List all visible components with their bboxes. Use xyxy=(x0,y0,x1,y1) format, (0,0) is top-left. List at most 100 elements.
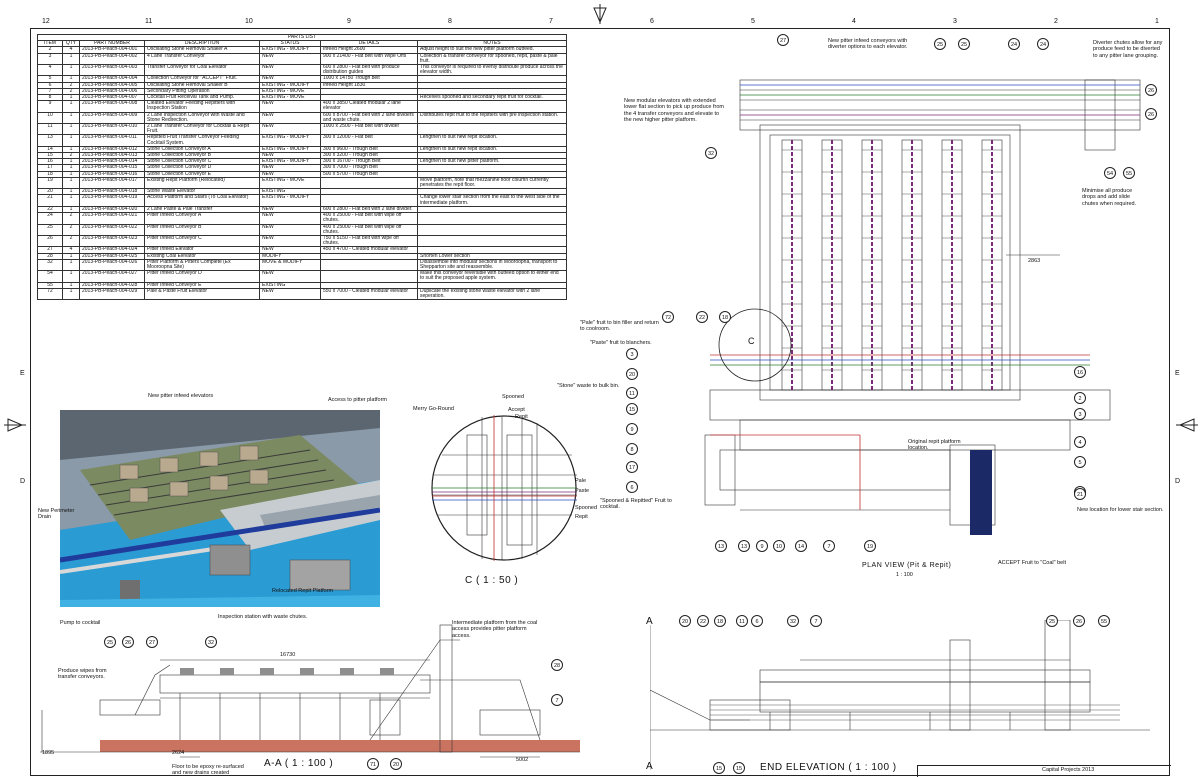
zone-number: 12 xyxy=(42,18,50,25)
parts-cell: This conveyor is required to evenly dist… xyxy=(417,63,567,77)
item-bubble: 21 xyxy=(1074,488,1086,500)
parts-cell: 2013-PB-Peach-004-013 xyxy=(79,152,145,160)
parts-cell: NEW xyxy=(259,111,321,125)
parts-cell: 2013-PB-Peach-004-015 xyxy=(79,164,145,172)
parts-cell: Lengthen to suit new repit location. xyxy=(417,145,567,154)
parts-cell: Duplicate the existing stone waste eleva… xyxy=(417,287,567,301)
item-bubble: 26 xyxy=(1145,108,1157,120)
plan-view-scale: 1 : 100 xyxy=(896,572,913,578)
zone-number: 6 xyxy=(650,18,654,25)
item-bubble: 27 xyxy=(777,34,789,46)
parts-cell: 3 xyxy=(37,52,63,66)
zone-number: 11 xyxy=(145,18,153,25)
parts-cell: 2013-PB-Peach-004-016 xyxy=(79,170,145,178)
parts-cell: 400 x 3850 Cleated modular 2 lane elevat… xyxy=(320,100,418,113)
parts-cell: 9 xyxy=(37,100,63,113)
section-aa-dim-top: 16730 xyxy=(280,652,296,658)
parts-cell: 2013-PB-Peach-004-001 xyxy=(79,46,145,54)
section-aa-graphic xyxy=(40,624,580,758)
parts-cell: Repitted Fruit Transfer Conveyor Feeding… xyxy=(144,134,260,147)
parts-cell: 2013-PB-Peach-004-002 xyxy=(79,52,145,66)
render-3d-view xyxy=(60,410,380,607)
parts-cell: 2013-PB-Peach-004-022 xyxy=(79,223,145,236)
item-bubble: 32 xyxy=(205,636,217,648)
zone-letter-d-right: D xyxy=(1175,478,1181,485)
item-bubble: 3 xyxy=(626,348,638,360)
parts-cell xyxy=(417,223,567,236)
parts-cell: Change lower stair section from the east… xyxy=(417,194,567,207)
item-bubble: 7 xyxy=(823,540,835,552)
parts-cell xyxy=(417,234,567,248)
parts-cell xyxy=(417,100,567,113)
center-mark-right xyxy=(1176,418,1198,432)
item-bubble: 26 xyxy=(122,636,134,648)
parts-cell: Adjust height to suit the new pitter pla… xyxy=(417,46,567,54)
parts-cell: 2013-PB-Peach-004-018 xyxy=(79,188,145,196)
parts-cell: 900 x 21400 - Flat belt with Wipe Offs xyxy=(320,52,418,66)
zone-number: 8 xyxy=(448,18,452,25)
parts-cell: 2013-PB-Peach-004-004 xyxy=(79,75,145,83)
parts-cell: 450 x 4700 - Cleated modular elevator xyxy=(320,246,418,254)
parts-cell: 1 xyxy=(62,194,80,207)
end-elevation-title: END ELEVATION ( 1 : 100 ) xyxy=(760,762,897,773)
plan-callout-accept-coal: ACCEPT Fruit to "Coal" belt xyxy=(998,560,1066,566)
parts-cell: Pitter Infeed Conveyor B xyxy=(144,223,260,236)
section-aa-title: A-A ( 1 : 100 ) xyxy=(264,758,334,769)
plan-callout-spooned-repitted: "Spooned & Repitted" Fruit to cocktail. xyxy=(600,498,672,511)
render-label-new-pitter-elevators: New pitter infeed elevators xyxy=(148,393,214,399)
item-bubble: 8 xyxy=(626,443,638,455)
end-elevation-section-letter-bottom: A xyxy=(646,761,653,772)
parts-cell: Pitter Infeed Conveyor D xyxy=(144,270,260,283)
item-bubble: 27 xyxy=(146,636,158,648)
item-bubble: 13 xyxy=(715,540,727,552)
parts-cell: MOVE & MODIFY xyxy=(259,258,321,272)
item-bubble: 24 xyxy=(1008,38,1020,50)
render-label-perimeter-drain: New Perimeter Drain xyxy=(38,508,75,521)
section-aa-floor-note: Floor to be epoxy re-surfaced and new dr… xyxy=(172,764,244,777)
parts-cell: 400 x 25000 - Flat belt with wipe off ch… xyxy=(320,212,418,225)
parts-cell: Transfer Conveyor for Coal Elevator xyxy=(144,63,260,77)
zone-letter-e-left: E xyxy=(20,370,25,377)
detail-c-label-repit-top: Repit xyxy=(515,414,528,420)
parts-cell: 24 xyxy=(37,212,63,225)
section-aa-produce-wipes: Produce wipes from transfer conveyors. xyxy=(58,668,107,681)
item-bubble: 20 xyxy=(679,615,691,627)
parts-cell: EXISTING - MODIFY xyxy=(259,134,321,147)
parts-cell: 2013-PB-Peach-004-014 xyxy=(79,158,145,166)
parts-cell: 10 xyxy=(37,111,63,125)
render-label-access-pitter: Access to pitter platform xyxy=(328,397,387,403)
parts-cell: 600 x 2800 - Flat belt with produce dist… xyxy=(320,63,418,77)
parts-cell xyxy=(417,75,567,83)
parts-cell: NEW xyxy=(259,63,321,77)
parts-cell: 1000 x 2500 - Flat belt with divider xyxy=(320,123,418,136)
item-bubble: 9 xyxy=(756,540,768,552)
item-bubble: 17 xyxy=(626,461,638,473)
parts-cell: 26 xyxy=(37,234,63,248)
parts-cell: 1 xyxy=(62,100,80,113)
parts-cell: 2013-PB-Peach-004-005 xyxy=(79,81,145,89)
end-elevation-section-letter-top: A xyxy=(646,616,653,627)
parts-list-title: PARTS LIST xyxy=(37,33,567,42)
item-bubble: 11 xyxy=(626,387,638,399)
item-bubble: 7 xyxy=(551,694,563,706)
parts-cell: Cleated Elevator Feeding Repitters with … xyxy=(144,100,260,113)
parts-cell: NEW xyxy=(259,223,321,236)
item-bubble: 14 xyxy=(795,540,807,552)
detail-c-label-merry-go-round: Merry Go-Round xyxy=(413,406,454,412)
item-bubble: 25 xyxy=(958,38,970,50)
parts-cell: 4 xyxy=(37,63,63,77)
parts-cell: Pale & Paste Fruit Elevator xyxy=(144,287,260,301)
center-mark-top xyxy=(593,4,607,24)
